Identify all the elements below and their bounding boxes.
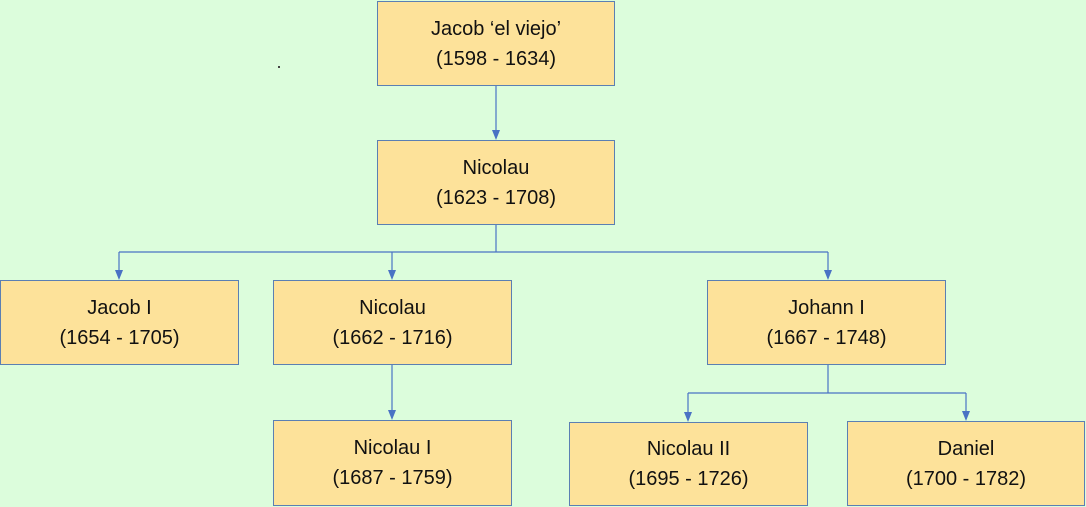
node-years: (1695 - 1726) [628,468,749,490]
node-years: (1667 - 1748) [766,326,887,349]
arrowhead [388,410,396,420]
arrowhead [962,411,970,421]
node-years: (1662 - 1716) [332,326,453,349]
arrowhead [115,270,123,280]
node-years: (1687 - 1759) [332,467,453,489]
node-name: Nicolau II [646,438,731,460]
node-nicolau: Nicolau (1623 - 1708) [377,140,615,225]
node-name: Nicolau [359,296,426,319]
arrowhead [824,270,832,280]
node-years: (1598 - 1634) [435,47,557,70]
node-johann-i: Johann I (1667 - 1748) [707,280,946,365]
stray-dot [278,66,280,68]
node-name: Daniel [937,437,995,460]
node-daniel: Daniel (1700 - 1782) [847,421,1085,506]
node-years: (1623 - 1708) [435,186,557,209]
node-name: Jacob I [87,296,152,319]
arrowhead [388,270,396,280]
node-years: (1654 - 1705) [59,326,180,349]
node-name: Nicolau [462,156,530,179]
arrowhead [684,412,692,422]
node-name: Johann I [788,296,865,319]
node-name: Nicolau I [353,437,432,459]
node-nicolau-2: Nicolau (1662 - 1716) [273,280,512,365]
node-jacob-el-viejo: Jacob ‘el viejo’ (1598 - 1634) [377,1,615,86]
arrowhead [492,130,500,140]
node-nicolau-ii: Nicolau II (1695 - 1726) [569,422,808,506]
node-nicolau-i: Nicolau I (1687 - 1759) [273,420,512,506]
node-jacob-i: Jacob I (1654 - 1705) [0,280,239,365]
node-name: Jacob ‘el viejo’ [430,17,562,40]
node-years: (1700 - 1782) [905,467,1027,490]
